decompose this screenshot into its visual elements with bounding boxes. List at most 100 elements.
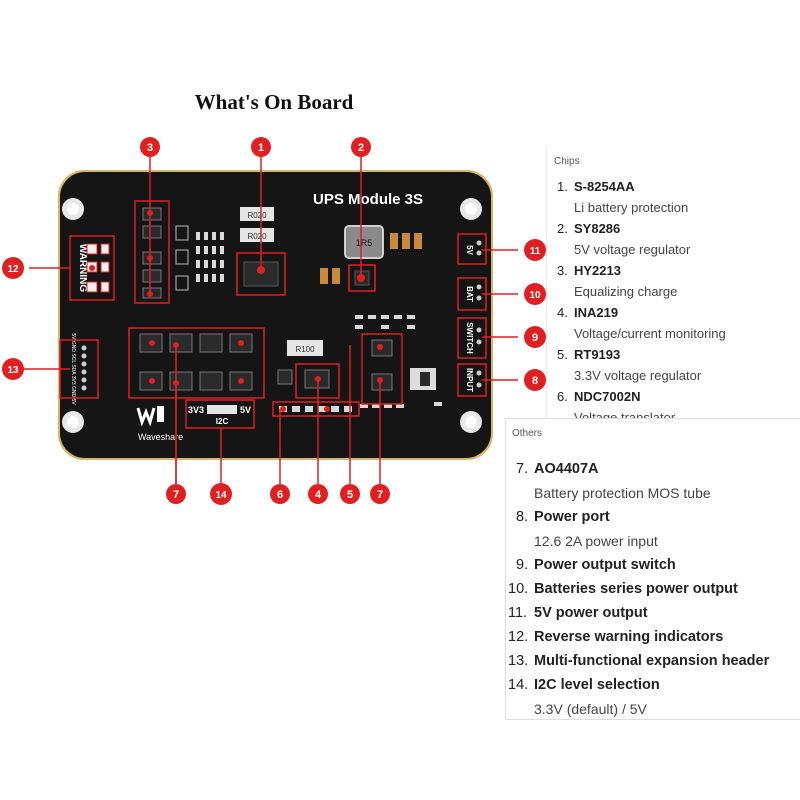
other-item-name: 5V power output [534, 605, 648, 621]
marker-1-label: 1 [258, 142, 264, 154]
other-item: 13. Multi-functional expansion header [506, 649, 800, 673]
marker-14: 14 [210, 483, 232, 505]
chip-item-num: 1. [557, 179, 568, 194]
expansion-header-pads [81, 345, 87, 391]
chip-item-name: HY2213 [574, 263, 621, 278]
chips-heading: Chips [554, 156, 580, 167]
other-item-name: I2C level selection [534, 677, 660, 693]
chip-item-name: S-8254AA [574, 179, 635, 194]
other-item-num: 7. [516, 461, 529, 477]
other-item-desc: 3.3V (default) / 5V [534, 701, 647, 717]
marker-3-label: 3 [147, 142, 153, 154]
chip-item-num: 6. [557, 389, 568, 404]
resistor-r100-label: R100 [295, 345, 315, 354]
chip-2-frame [348, 264, 376, 292]
marker-dots [89, 210, 383, 412]
chip-item-num: 2. [557, 221, 568, 236]
marker-9-label: 9 [532, 332, 538, 344]
waveshare-logo-icon [136, 406, 164, 427]
marker-5-label: 5 [347, 489, 353, 501]
chip-item-name: RT9193 [574, 347, 621, 362]
other-item-name: Power port [534, 509, 610, 525]
chips-panel: Chips 1. S-8254AA Li battery protection 2.… [546, 146, 800, 418]
marker-6: 6 [270, 484, 290, 504]
other-item-name: Multi-functional expansion header [534, 653, 770, 669]
resistor-r020-b [240, 228, 274, 242]
expansion-header-pins: 5V GND SCL SDA 3V3 GND 5V [70, 333, 76, 405]
chip-6-frame [272, 401, 360, 417]
marker-7-right-label: 7 [377, 489, 383, 501]
marker-5: 5 [340, 484, 360, 504]
chip-item-num: 4. [557, 305, 568, 320]
other-item: 12. Reverse warning indicators [506, 625, 800, 649]
chip-item-desc: Li battery protection [574, 200, 689, 215]
i2c-frame [185, 399, 255, 429]
leader-lines [12, 147, 518, 484]
marker-11-label: 11 [530, 246, 541, 257]
resistor-r100 [287, 340, 323, 356]
chip-item: 1. S-8254AA Li battery protection [547, 176, 800, 218]
inductor-label: 1R5 [356, 238, 373, 248]
other-item-num: 11. [508, 605, 528, 621]
brand-label: Waveshare [138, 432, 183, 442]
other-item: 10.Batteries series power output [506, 577, 800, 601]
other-item-name: Reverse warning indicators [534, 629, 724, 645]
other-item-num: 8. [516, 509, 529, 525]
switch-label: SWITCH [465, 322, 474, 354]
marker-12: 12 [2, 257, 24, 279]
chip-item-desc: Equalizing charge [574, 284, 678, 299]
marker-1: 1 [251, 137, 271, 157]
marker-13: 13 [2, 358, 24, 380]
marker-2: 2 [351, 137, 371, 157]
warning-label: WARNING [77, 244, 88, 293]
other-item-num: 13. [508, 653, 529, 669]
pcb-board [60, 172, 491, 458]
resistor-r020-a [240, 207, 274, 221]
inductor [344, 225, 384, 259]
other-item: 14. I2C level selection 3.3V (default) / 5… [506, 673, 800, 721]
marker-4-label: 4 [315, 489, 322, 501]
chip-item-num: 3. [557, 263, 568, 278]
chip-3-frame [134, 200, 170, 304]
marker-8: 8 [524, 369, 546, 391]
other-item: 11. 5V power output [506, 601, 800, 625]
power-port-part-inner [420, 372, 430, 386]
other-item-num: 14. [508, 677, 529, 693]
chip-item-desc: Voltage/current monitoring [574, 326, 726, 341]
small-components [196, 232, 442, 408]
mos-7-left-frame [128, 327, 265, 399]
chip-aux-left [277, 369, 293, 385]
capacitors [320, 233, 422, 284]
other-item-name: AO4407A [534, 461, 599, 477]
marker-8-label: 8 [532, 375, 538, 387]
marker-7-left: 7 [166, 484, 186, 504]
board-name: UPS Module 3S [313, 191, 423, 208]
i2c-3v3-label: 3V3 [188, 405, 204, 415]
marker-3: 3 [140, 137, 160, 157]
out-5v-label: 5V [465, 245, 474, 255]
mos-7-right-frame [361, 333, 403, 405]
other-item-name: Batteries series power output [534, 581, 738, 597]
marker-9: 9 [524, 326, 546, 348]
chip-item-desc: 5V voltage regulator [574, 242, 691, 257]
marker-14-label: 14 [215, 490, 227, 501]
chip-item-name: SY8286 [574, 221, 621, 236]
resistor-r020-b-label: R020 [247, 232, 267, 241]
chip-item-desc: Voltage translator [574, 410, 676, 418]
others-heading: Others [512, 428, 543, 439]
marker-2-label: 2 [358, 142, 364, 154]
marker-13-label: 13 [7, 365, 19, 376]
marker-10: 10 [524, 283, 546, 305]
resistor-r020-a-label: R020 [247, 211, 267, 220]
chip-item-num: 5. [557, 347, 568, 362]
chips-list: 1. S-8254AA Li battery protection 2. SY8286… [547, 170, 800, 418]
other-item-num: 12. [508, 629, 529, 645]
marker-4: 4 [308, 484, 328, 504]
